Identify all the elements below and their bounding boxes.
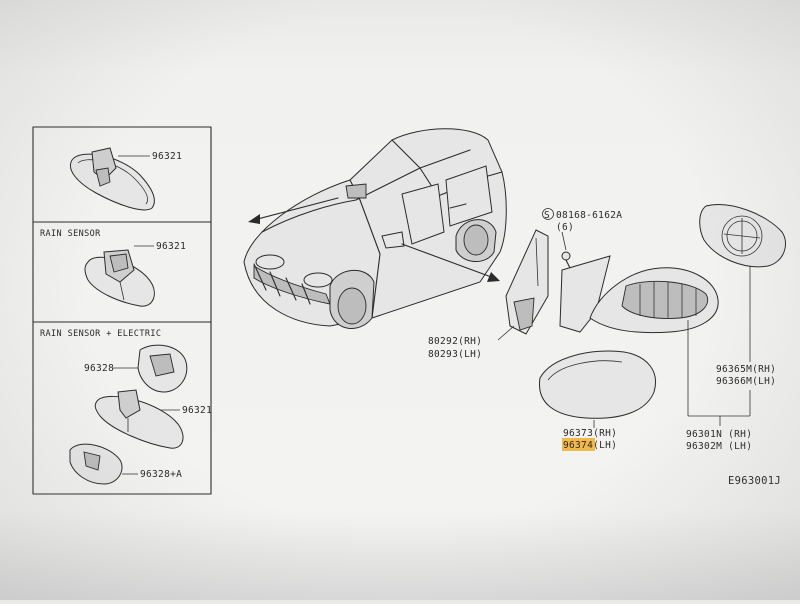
leader-bolt bbox=[561, 231, 567, 251]
rain-sensor-electric-title: RAIN SENSOR + ELECTRIC bbox=[40, 329, 161, 339]
highlight-cover-lh bbox=[562, 438, 595, 451]
arrowhead-inner-mirror bbox=[248, 214, 260, 224]
car-door-mirror bbox=[381, 231, 405, 249]
label-assembly-lh: 96302M (LH) bbox=[686, 441, 752, 452]
label-inner-mirror: 96321 bbox=[152, 151, 182, 162]
electric-mirror-illustration bbox=[94, 389, 184, 449]
arrowhead-door-mirror bbox=[487, 272, 500, 282]
label-rain-sensor: 96321 bbox=[156, 241, 186, 252]
label-glass-rh: 96365M(RH) bbox=[716, 364, 776, 375]
box-rain-sensor: RAIN SENSOR 96321 bbox=[40, 229, 186, 307]
rain-sensor-illustration bbox=[84, 249, 155, 307]
upper-cover-illustration bbox=[137, 344, 188, 393]
left-panel: 96321 RAIN SENSOR 96321 RAIN SENSOR + EL… bbox=[32, 126, 212, 495]
label-upper-cover: 96328 bbox=[84, 363, 114, 374]
box-rain-sensor-electric: RAIN SENSOR + ELECTRIC 96328 96321 96328… bbox=[40, 329, 212, 485]
diagram-code: E963001J bbox=[728, 475, 781, 487]
rain-sensor-title: RAIN SENSOR bbox=[40, 229, 101, 239]
label-corner-trim-rh: 80292(RH) bbox=[428, 336, 482, 347]
label-lower-cover: 96328+A bbox=[140, 469, 182, 480]
label-electric-mirror: 96321 bbox=[182, 405, 212, 416]
inner-mirror-illustration bbox=[70, 147, 155, 211]
label-corner-trim-lh: 80293(LH) bbox=[428, 349, 482, 360]
label-cover-rh: 96373(RH) bbox=[563, 428, 617, 439]
label-cover-lh: 96374(LH) bbox=[563, 440, 617, 451]
mirror-glass bbox=[699, 204, 786, 268]
callout-arrows bbox=[248, 197, 500, 282]
mirror-housing bbox=[559, 255, 719, 334]
corner-trim bbox=[505, 229, 549, 335]
car-illustration bbox=[243, 128, 507, 329]
arrow-to-inner-mirror bbox=[253, 197, 339, 221]
assembly-bracket bbox=[687, 320, 751, 426]
lower-cover-illustration bbox=[69, 443, 123, 485]
label-glass-lh: 96366M(LH) bbox=[716, 376, 776, 387]
label-bolt: S 08168-6162A bbox=[544, 210, 622, 221]
arrow-to-door-mirror bbox=[401, 243, 495, 279]
leader-corner-trim bbox=[497, 325, 515, 341]
label-assembly-rh: 96301N (RH) bbox=[686, 429, 752, 440]
box-inner-mirror: 96321 bbox=[70, 147, 182, 211]
symbol-s-circle bbox=[542, 208, 554, 220]
car-inner-mirror bbox=[345, 183, 367, 199]
bolt bbox=[561, 251, 571, 269]
mirror-cover bbox=[539, 350, 656, 419]
left-panel-frame bbox=[32, 126, 212, 495]
label-bolt-qty: (6) bbox=[556, 222, 574, 233]
